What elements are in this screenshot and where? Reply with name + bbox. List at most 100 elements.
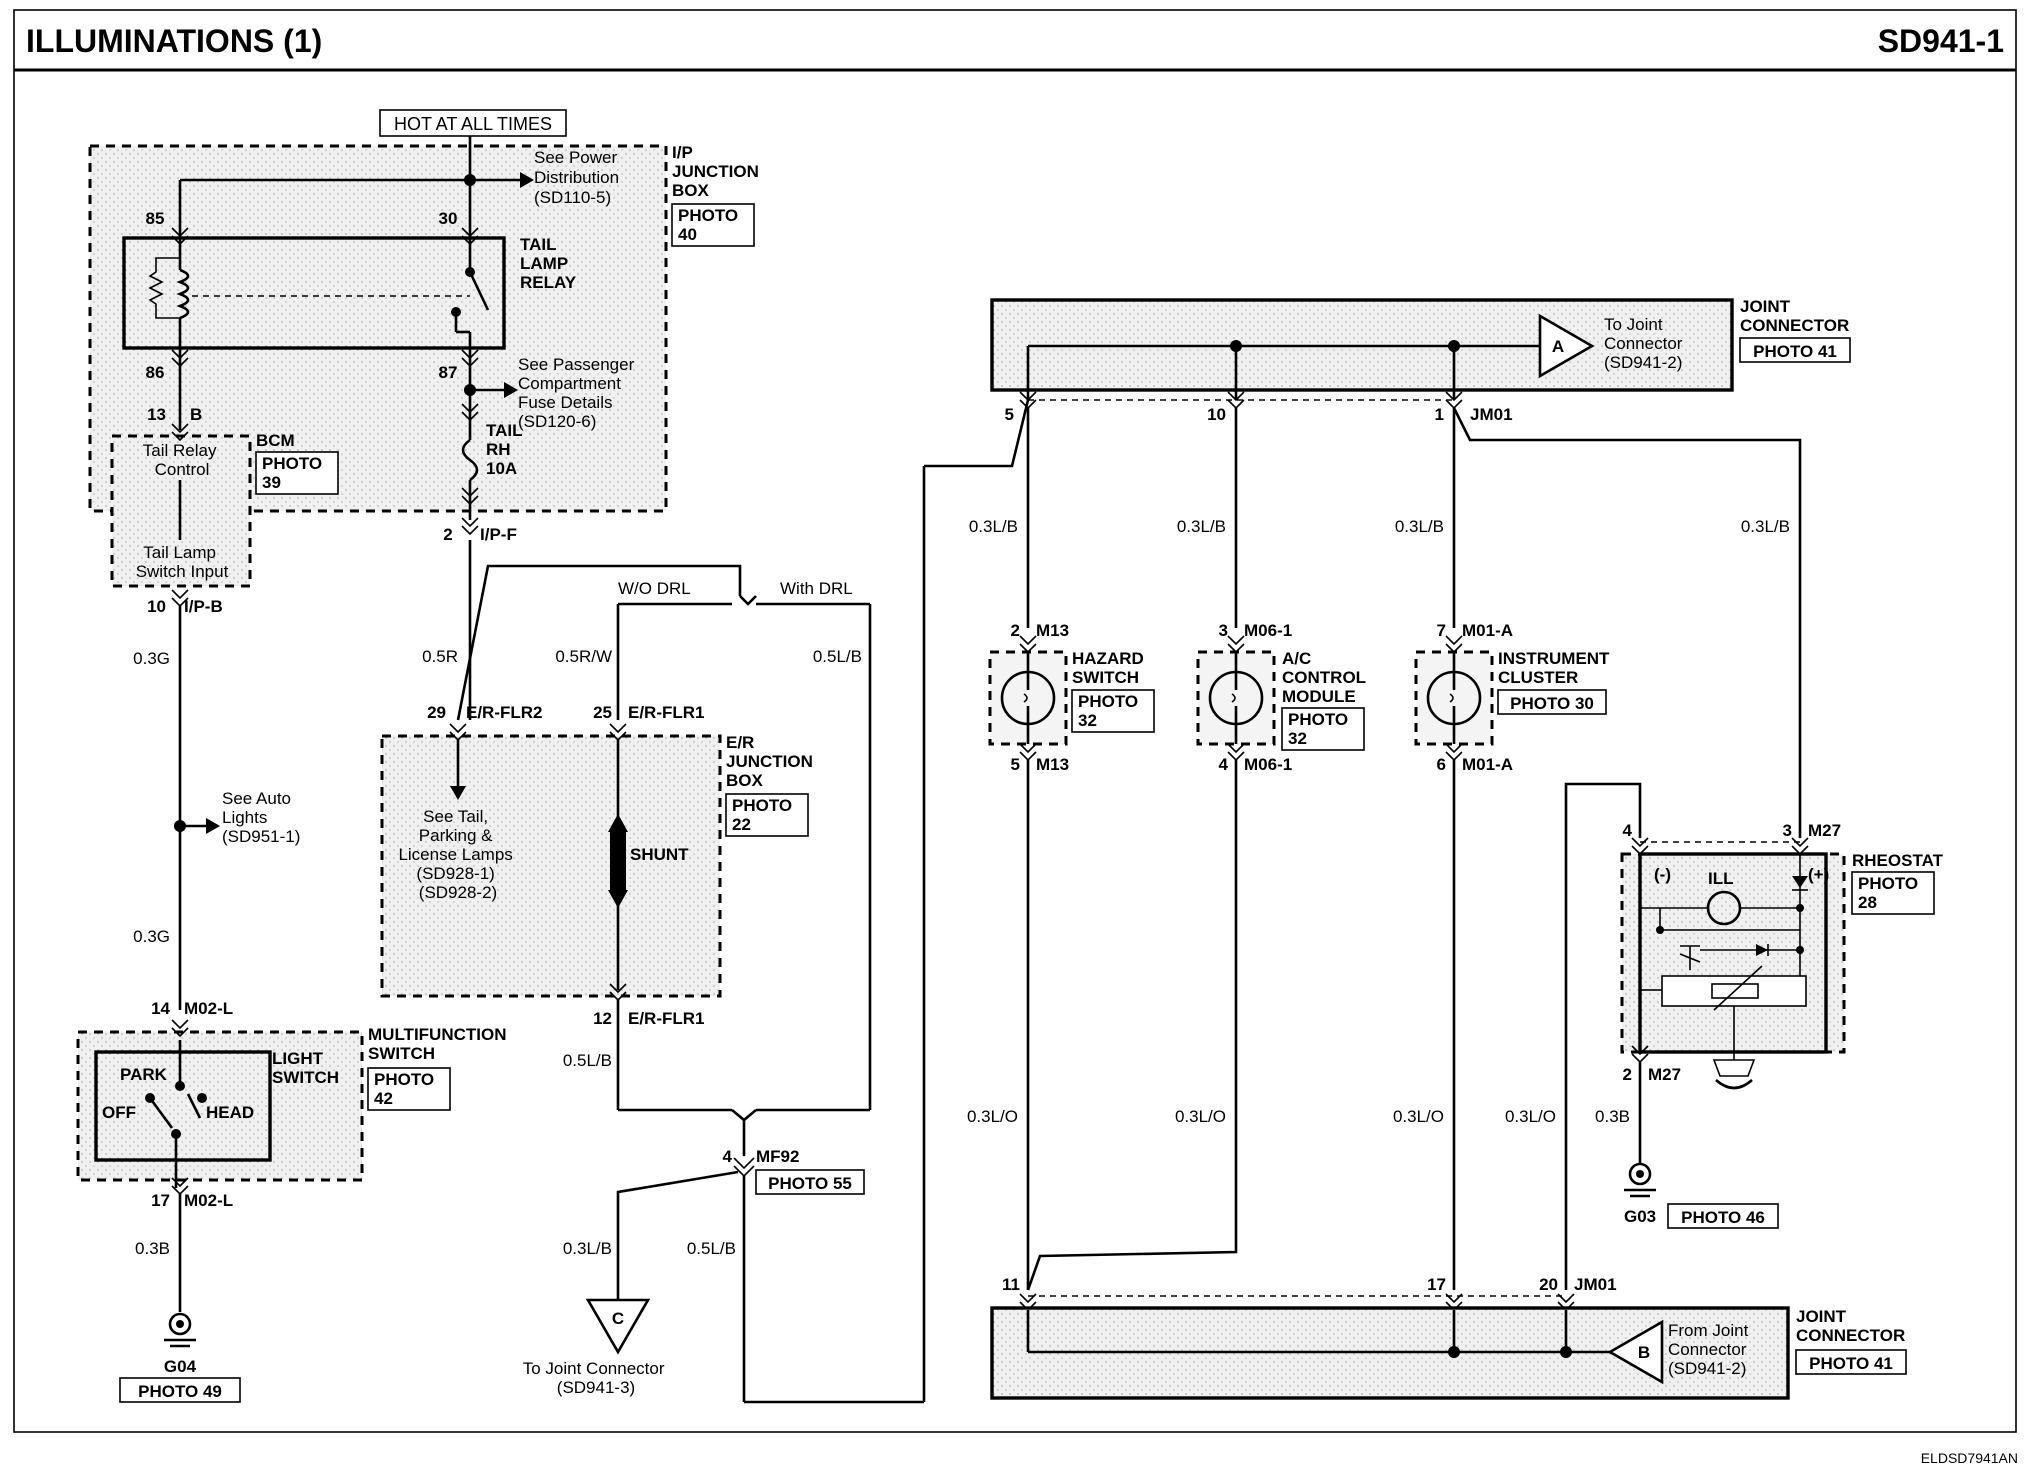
cluster-connector-bottom: M01-A [1462,755,1513,774]
wire-rheostat-feed: 0.3L/B [1741,517,1790,536]
ipf-pin: 2 [443,525,452,544]
wire-0-3b-left: 0.3B [135,1239,170,1258]
wire-0-5lb-drl: 0.5L/B [813,647,862,666]
er-jb-photo: PHOTO 22 [732,796,797,834]
er-pin-29: 29 [427,703,446,722]
relay-label: TAIL LAMP RELAY [520,235,577,292]
rheostat-photo: PHOTO 28 [1858,874,1923,912]
hazard-connector-bottom: M13 [1036,755,1069,774]
mfs-pin-17: 17 [151,1191,170,1210]
ip-jb-title: I/P JUNCTION BOX [672,143,764,200]
hot-at-all-times: HOT AT ALL TIMES [394,114,552,134]
wire-0-3b-rheostat: 0.3B [1595,1107,1630,1126]
rheostat-plus: (+) [1808,865,1829,884]
hazard-connector-top: M13 [1036,621,1069,640]
mfs-title: MULTIFUNCTION SWITCH [368,1025,511,1063]
joint-connector-bottom: 11 17 20 JM01 B From Joint Connector (SD… [990,1275,1907,1400]
cluster-pin-top: 7 [1437,621,1446,640]
mf92-junction: 0.5L/B 4 MF92 PHOTO 55 0.3L/B 0.5L/B [563,399,1030,1404]
er-connector-flr2: E/R-FLR2 [466,703,543,722]
ac-pin-top: 3 [1219,621,1228,640]
wire-0-5lb-to-jc: 0.5L/B [687,1239,736,1258]
to-joint-connector-a: To Joint Connector (SD941-2) [1604,315,1687,372]
wire-ac-feed: 0.3L/B [1177,517,1226,536]
from-joint-connector-b: From Joint Connector (SD941-2) [1668,1321,1753,1378]
see-auto-lights: See Auto Lights (SD951-1) [222,789,300,846]
mfs-photo: PHOTO 42 [374,1070,439,1108]
tail-rh-fuse: See Passenger Compartment Fuse Details (… [443,355,634,544]
bcm-pin-10-connector: I/P-B [184,597,223,616]
rheostat-minus: (-) [1654,865,1671,884]
mf92-connector: MF92 [756,1147,799,1166]
er-pin-12: 12 [593,1009,612,1028]
er-junction-box: 29 E/R-FLR2 25 E/R-FLR1 See Tail, Parkin… [380,703,818,1028]
jc-bottom-photo: PHOTO 41 [1809,1354,1893,1373]
tail-lamp-switch-input: Tail Lamp Switch Input [136,543,229,581]
pin-87: 87 [439,363,458,382]
g04-name: G04 [164,1357,197,1376]
wire-0-5r: 0.5R [422,647,458,666]
ac-photo: PHOTO 32 [1288,710,1353,748]
jc-bottom-connector: JM01 [1574,1275,1617,1294]
instrument-cluster: 7 M01-A INSTRUMENT CLUSTER PHOTO 30 6 M0… [1414,621,1614,774]
mf92-photo: PHOTO 55 [768,1174,852,1193]
power-bus: See Power Distribution (SD110-5) [178,146,619,232]
jc-top-connector: JM01 [1470,405,1513,424]
connector-b-letter: B [1638,1343,1650,1362]
wire-rheostat-return: 0.3L/O [1505,1107,1556,1126]
hazard-title: HAZARD SWITCH [1072,649,1149,687]
connector-c: C To Joint Connector (SD941-3) [523,1298,665,1397]
jc-top-pin-10: 10 [1207,405,1226,424]
with-drl-label: With DRL [780,579,853,598]
jc-bottom-title: JOINT CONNECTOR [1796,1307,1905,1345]
ip-junction-box: HOT AT ALL TIMES I/P JUNCTION BOX PHOTO … [88,109,764,513]
er-jb-title: E/R JUNCTION BOX [726,733,818,790]
wire-cluster-feed: 0.3L/B [1395,517,1444,536]
cluster-connector-top: M01-A [1462,621,1513,640]
er-connector-flr1-top: E/R-FLR1 [628,703,705,722]
ipf-connector: I/P-F [480,525,517,544]
shunt-label: SHUNT [630,845,689,864]
rheostat: 4 3 M27 RHEOSTAT PHOTO 28 (-) (+) ILL [1595,821,1944,1164]
ground-g04: G04 PHOTO 49 [119,1312,241,1403]
diagram-code: SD941-1 [1878,23,2004,59]
er-pin-25: 25 [593,703,612,722]
mfs-connector-top: M02-L [184,999,233,1018]
ac-connector-top: M06-1 [1244,621,1292,640]
rheostat-connector-bottom: M27 [1648,1065,1681,1084]
connector-a-letter: A [1552,337,1564,356]
ac-title: A/C CONTROL MODULE [1282,649,1370,706]
ip-jb-photo: PHOTO 40 [678,206,743,244]
cluster-photo: PHOTO 30 [1510,694,1594,713]
park-position: PARK [120,1065,168,1084]
mfs-pin-14: 14 [151,999,170,1018]
wire-hazard-feed: 0.3L/B [969,517,1018,536]
footer-code: ELDSD7941AN [1921,1450,2018,1466]
rheostat-title: RHEOSTAT [1852,851,1944,870]
see-tail-parking-lamps: See Tail, Parking & License Lamps (SD928… [398,807,517,902]
mfs-connector-bottom: M02-L [184,1191,233,1210]
cluster-title: INSTRUMENT CLUSTER [1498,649,1614,687]
g04-photo: PHOTO 49 [138,1382,222,1401]
rheostat-pin-3: 3 [1783,821,1792,840]
wo-drl-label: W/O DRL [618,579,691,598]
wire-0-5lb-er: 0.5L/B [563,1051,612,1070]
jc-top-photo: PHOTO 41 [1753,342,1837,361]
ac-pin-bottom: 4 [1219,755,1229,774]
er-connector-flr1-bottom: E/R-FLR1 [628,1009,705,1028]
hazard-photo: PHOTO 32 [1078,692,1143,730]
ac-connector-bottom: M06-1 [1244,755,1292,774]
jc-bottom-pin-11: 11 [1002,1275,1020,1294]
bcm: 13 B BCM PHOTO 39 Tail Relay Control Tai… [110,360,339,616]
rheostat-pin-2: 2 [1623,1065,1632,1084]
ground-g03: G03 PHOTO 46 [1624,1162,1779,1229]
connector-c-letter: C [612,1309,624,1328]
head-position: HEAD [206,1103,254,1122]
jc-top-title: JOINT CONNECTOR [1740,297,1849,335]
jc-top-pin-1: 1 [1435,405,1444,424]
wire-0-5rw: 0.5R/W [555,647,612,666]
hazard-pin-bottom: 5 [1011,755,1020,774]
rheostat-ill: ILL [1708,869,1734,888]
bcm-title: BCM [256,431,295,450]
